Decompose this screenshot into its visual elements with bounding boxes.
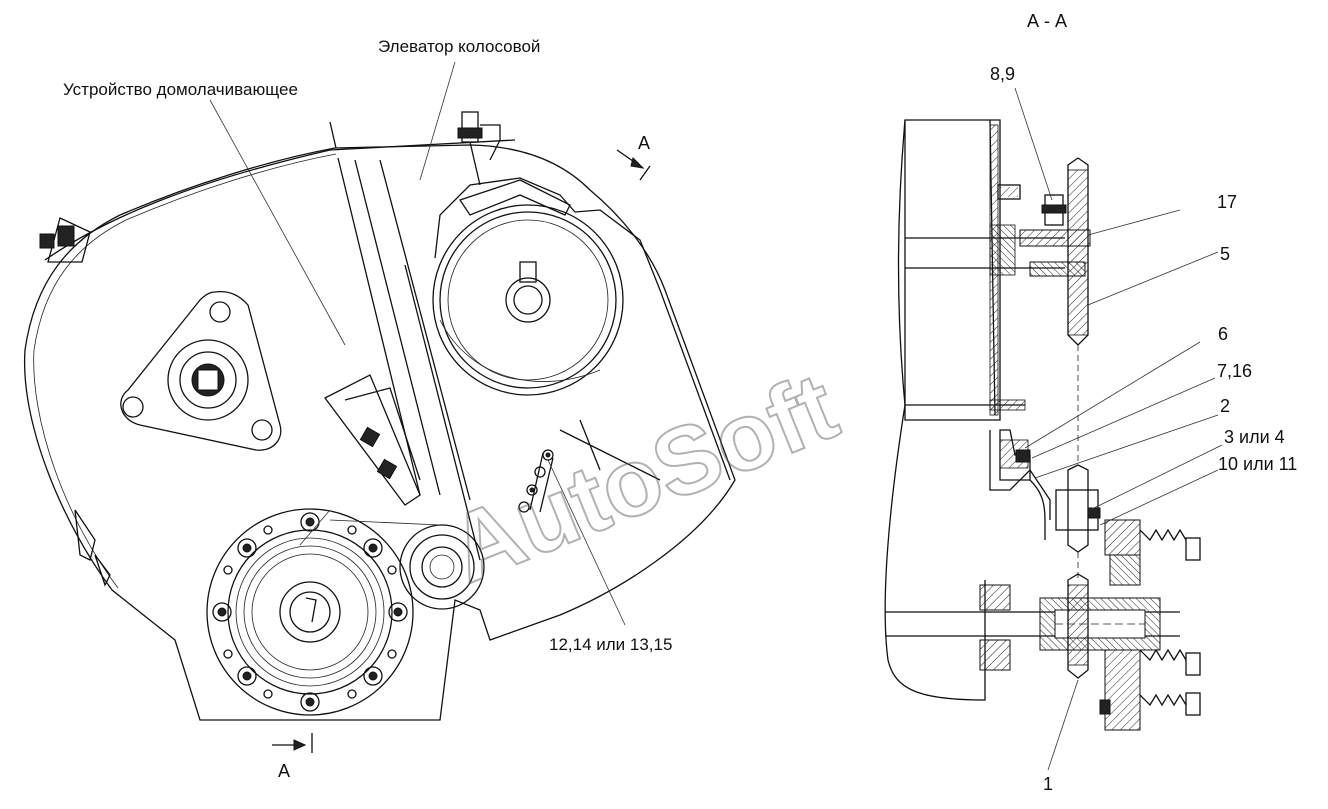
section-title: А - А	[1027, 11, 1067, 31]
callout-2: 2	[1220, 396, 1230, 416]
callout-1: 1	[1043, 774, 1053, 794]
label-cut-top: А	[638, 133, 650, 153]
section-view: А - А	[884, 11, 1297, 794]
cut-marker-top	[616, 149, 651, 181]
callout-8-9: 8,9	[990, 64, 1015, 84]
chain-links	[518, 449, 554, 513]
label-ear-elevator: Элеватор колосовой	[378, 37, 540, 56]
main-view: Устройство домолачивающее Элеватор колос…	[23, 37, 736, 781]
label-threshing-device: Устройство домолачивающее	[63, 80, 298, 99]
section-housing	[904, 119, 1001, 421]
label-cut-bottom: А	[278, 761, 290, 781]
callout-10-or-11: 10 или 11	[1218, 454, 1297, 474]
callout-6: 6	[1218, 324, 1228, 344]
callout-17: 17	[1217, 192, 1237, 212]
callout-7-16: 7,16	[1217, 361, 1252, 381]
callout-5: 5	[1220, 244, 1230, 264]
housing-outline	[23, 144, 736, 721]
callout-3-or-4: 3 или 4	[1224, 427, 1285, 447]
triangular-flange	[120, 290, 282, 451]
cut-marker-bottom	[272, 733, 313, 753]
springs	[1099, 519, 1201, 731]
upper-pulley	[432, 204, 624, 396]
drive-flange	[206, 508, 414, 716]
idler-roller	[399, 524, 485, 610]
label-parts-chain: 12,14 или 13,15	[549, 635, 672, 654]
